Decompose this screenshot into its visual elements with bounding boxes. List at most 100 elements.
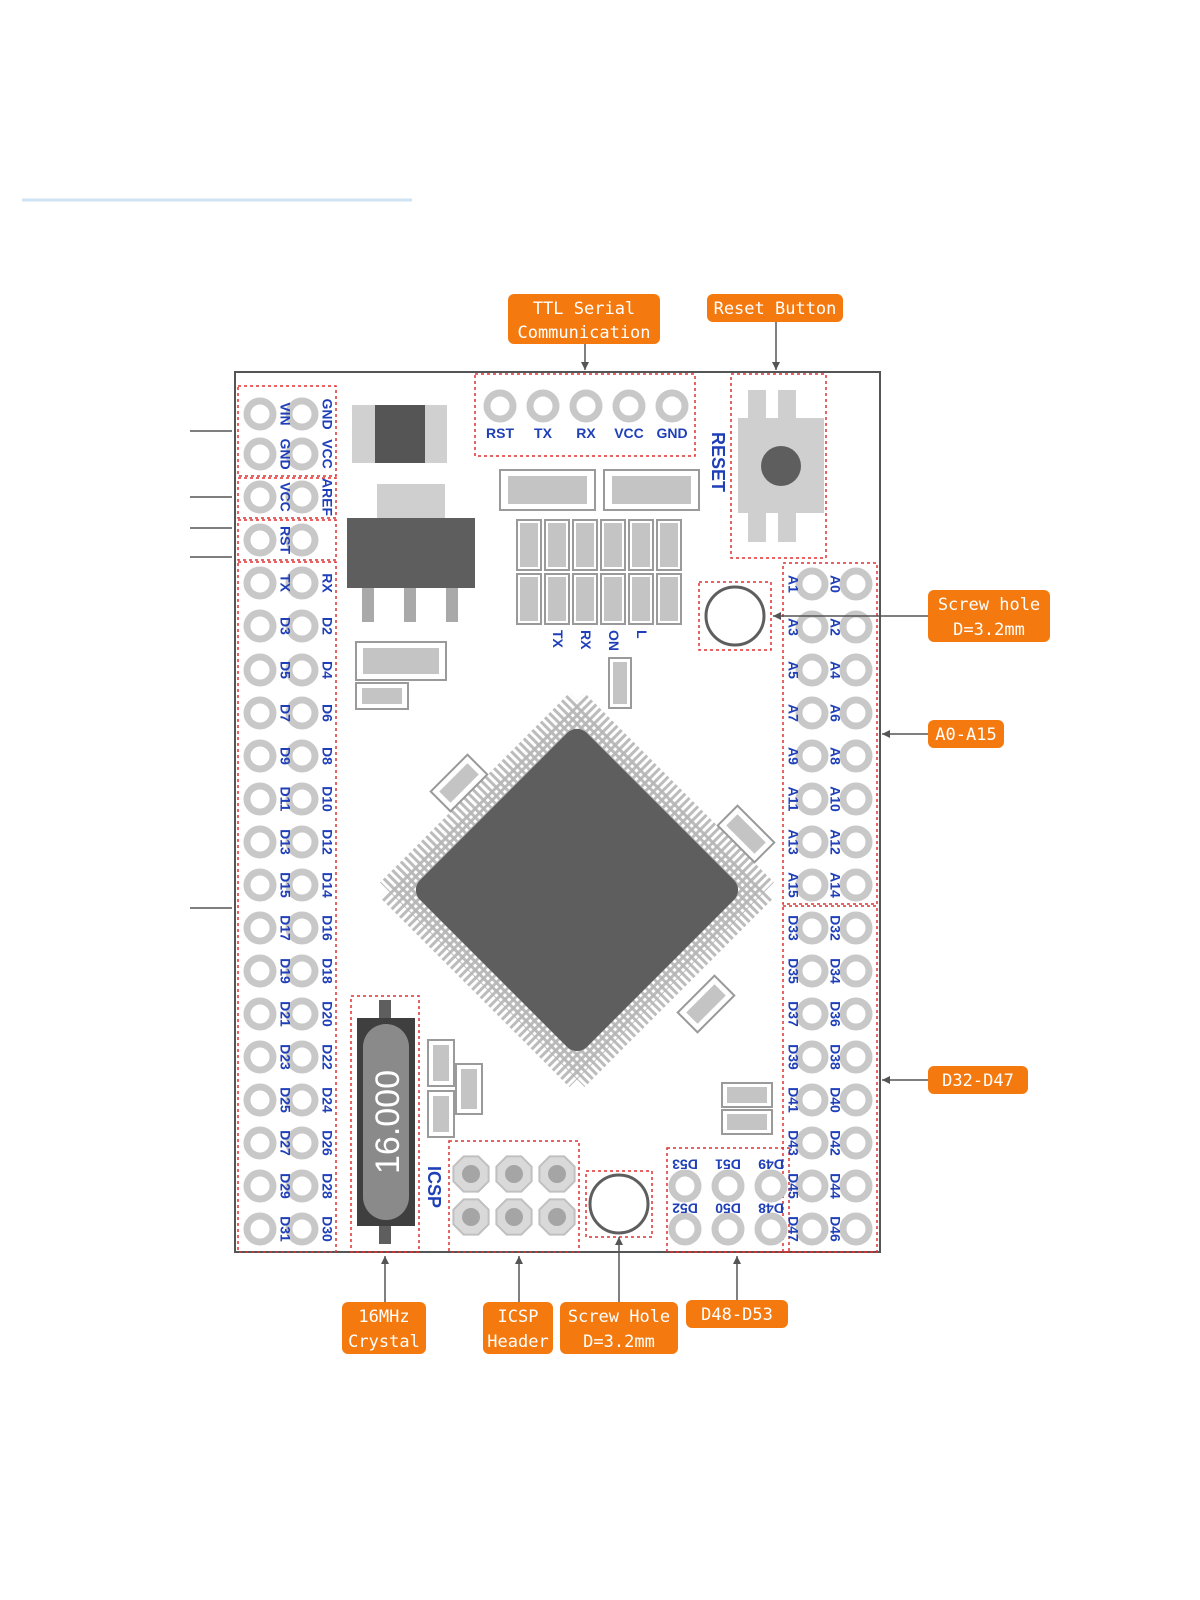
header-pin <box>285 566 319 600</box>
pin-label: D7 <box>277 704 293 722</box>
pin-label: A9 <box>785 747 801 765</box>
pin-label: D11 <box>277 787 293 812</box>
serial-pin-label: VCC <box>614 425 644 441</box>
header-pin <box>795 1169 829 1203</box>
header-pin <box>285 653 319 687</box>
icsp-pads <box>452 1155 576 1236</box>
icsp-label: ICSP <box>424 1166 444 1208</box>
pin-label: A4 <box>827 661 843 679</box>
led-pad-fill <box>576 523 594 567</box>
pin-label: A14 <box>827 872 843 898</box>
pin-label: D40 <box>827 1087 843 1113</box>
header-pin <box>243 1169 277 1203</box>
pin-label: RX <box>319 573 335 593</box>
header-pin <box>243 696 277 730</box>
callout-text: ICSP <box>498 1307 539 1327</box>
pin-label: D24 <box>319 1087 335 1113</box>
header-pin <box>668 1169 702 1203</box>
pin-label: D53 <box>672 1156 698 1172</box>
screw-hole-right-box <box>698 581 772 651</box>
pin-label: D18 <box>319 958 335 984</box>
header-pin <box>243 868 277 902</box>
header-pin <box>285 397 319 431</box>
pin-label: VIN <box>277 402 293 425</box>
pin-label: RST <box>277 526 293 554</box>
pin-label: D8 <box>319 747 335 765</box>
header-pin <box>243 739 277 773</box>
pin-label: D34 <box>827 958 843 984</box>
pin-label: D48 <box>758 1200 784 1216</box>
pin-label: D17 <box>277 915 293 941</box>
crystal-value: 16.000 <box>369 1070 407 1174</box>
pin-label: D21 <box>277 1001 293 1027</box>
smd-components-bottom <box>427 1039 773 1138</box>
header-pin <box>839 567 873 601</box>
header-pin <box>668 1212 702 1246</box>
header-pin <box>795 567 829 601</box>
serial-pin-label: GND <box>656 425 687 441</box>
reset-button <box>738 390 824 542</box>
pin-label: D13 <box>277 829 293 855</box>
left-arrows <box>190 430 232 909</box>
header-pin <box>795 1083 829 1117</box>
pin-label: GND <box>277 438 293 469</box>
pin-label: D43 <box>785 1130 801 1156</box>
header-pin <box>711 1212 745 1246</box>
led-pad-fill <box>576 577 594 621</box>
header-pin <box>243 566 277 600</box>
header-pin <box>243 1126 277 1160</box>
callout-text: D32-D47 <box>942 1071 1014 1091</box>
header-pin <box>285 911 319 945</box>
callout-text: Screw hole <box>938 595 1040 615</box>
pin-label: D44 <box>827 1173 843 1199</box>
header-pin <box>795 610 829 644</box>
led-pad-fill <box>660 577 678 621</box>
header-pin <box>754 1212 788 1246</box>
pin-label: A5 <box>785 661 801 679</box>
serial-pin-label: RST <box>486 425 514 441</box>
pin-label: D5 <box>277 661 293 679</box>
header-pin <box>795 868 829 902</box>
pin-label: D38 <box>827 1044 843 1070</box>
header-pin <box>285 739 319 773</box>
led-pad-fill <box>660 523 678 567</box>
pin-label: D42 <box>827 1130 843 1156</box>
callout-text: D=3.2mm <box>583 1332 655 1352</box>
header-pin <box>839 739 873 773</box>
pin-label: D25 <box>277 1087 293 1113</box>
led-pad-fill <box>548 577 566 621</box>
led-label: RX <box>578 630 594 650</box>
serial-pin-label: TX <box>534 425 553 441</box>
icsp-pad-hole <box>505 1208 523 1226</box>
pin-label: D28 <box>319 1173 335 1199</box>
callout-screw-hole-bottom: Screw Hole D=3.2mm <box>560 1302 678 1354</box>
callout-d48-d53: D48-D53 <box>686 1300 788 1328</box>
pin-label: A6 <box>827 704 843 722</box>
header-pin <box>285 868 319 902</box>
header-pin <box>839 825 873 859</box>
header-pin <box>285 1040 319 1074</box>
header-pin <box>285 954 319 988</box>
header-pin <box>839 653 873 687</box>
pin-label: D31 <box>277 1216 293 1242</box>
led-pad-fill <box>632 577 650 621</box>
header-pin <box>285 825 319 859</box>
pin-label: A15 <box>785 872 801 898</box>
header-pin <box>243 954 277 988</box>
callout-text: Reset Button <box>714 299 837 319</box>
header-pin <box>285 997 319 1031</box>
pin-label: A7 <box>785 704 801 722</box>
pin-label: D12 <box>319 829 335 855</box>
header-pin <box>839 1040 873 1074</box>
header-pin <box>243 397 277 431</box>
led-pad-fill <box>604 523 622 567</box>
icsp-box <box>448 1140 580 1253</box>
reset-label: RESET <box>708 432 728 492</box>
icsp-pad-hole <box>548 1165 566 1183</box>
pin-label: D15 <box>277 872 293 898</box>
screw-hole-bottom <box>588 1173 650 1235</box>
header-pin <box>839 696 873 730</box>
pin-label: D51 <box>715 1156 741 1172</box>
pin-label: A3 <box>785 618 801 636</box>
pin-label: A1 <box>785 575 801 593</box>
